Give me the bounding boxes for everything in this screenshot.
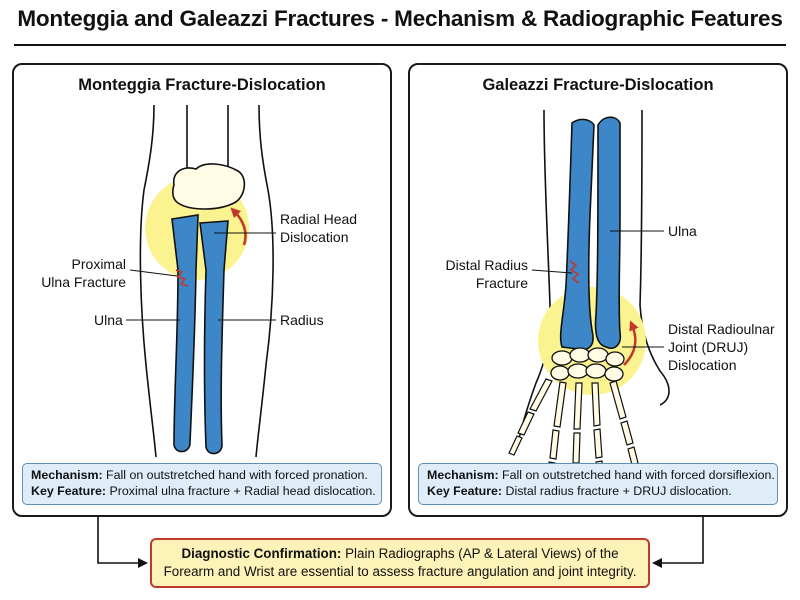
label-radial-head-dislocation: Radial Head Dislocation	[280, 211, 358, 245]
ulna-bone	[594, 116, 622, 349]
galeazzi-panel: Galeazzi Fracture-Dislocation	[408, 63, 788, 517]
ulna-bone	[171, 214, 199, 453]
galeazzi-illustration	[508, 109, 670, 490]
proximal-ulna-fracture-line	[175, 269, 189, 287]
label-ulna: Ulna	[668, 223, 697, 239]
label-radius: Radius	[280, 312, 324, 328]
label-ulna: Ulna	[94, 312, 123, 328]
carpal-bones	[550, 347, 625, 382]
monteggia-illustration	[126, 104, 276, 458]
distal-radius-fracture-line	[569, 260, 580, 284]
arm-outline-left	[139, 104, 157, 458]
title-divider	[14, 44, 786, 46]
humerus	[186, 105, 229, 173]
leader-distal-radius-fracture	[531, 269, 573, 274]
main-title: Monteggia and Galeazzi Fractures - Mecha…	[17, 6, 783, 31]
monteggia-panel: Monteggia Fracture-Dislocation Radial He…	[12, 63, 392, 517]
arrow-right-to-confirmation	[652, 517, 704, 568]
galeazzi-title: Galeazzi Fracture-Dislocation	[482, 76, 714, 94]
arm-outline-right	[639, 109, 670, 406]
diagnostic-confirmation-box: Diagnostic Confirmation: Plain Radiograp…	[150, 538, 650, 588]
label-distal-radius-fracture: Distal Radius Fracture	[445, 257, 528, 291]
arrow-left-to-confirmation	[97, 517, 148, 568]
radial-head-dislocation-arrow	[230, 207, 247, 246]
radius-bone	[199, 220, 229, 455]
label-druj-dislocation: Distal Radioulnar Joint (DRUJ) Dislocati…	[668, 321, 775, 373]
humerus-condyles	[172, 163, 246, 210]
arm-outline-right	[255, 104, 274, 458]
radius-bone	[559, 118, 595, 351]
label-proximal-ulna-fracture: Proximal Ulna Fracture	[41, 256, 126, 290]
druj-dislocation-arrow	[623, 320, 639, 366]
leader-proximal-ulna-fracture	[129, 269, 178, 277]
monteggia-info-box: Mechanism: Fall on outstretched hand wit…	[22, 463, 382, 505]
galeazzi-info-box: Mechanism: Fall on outstretched hand wit…	[418, 463, 778, 505]
monteggia-title: Monteggia Fracture-Dislocation	[78, 76, 326, 94]
